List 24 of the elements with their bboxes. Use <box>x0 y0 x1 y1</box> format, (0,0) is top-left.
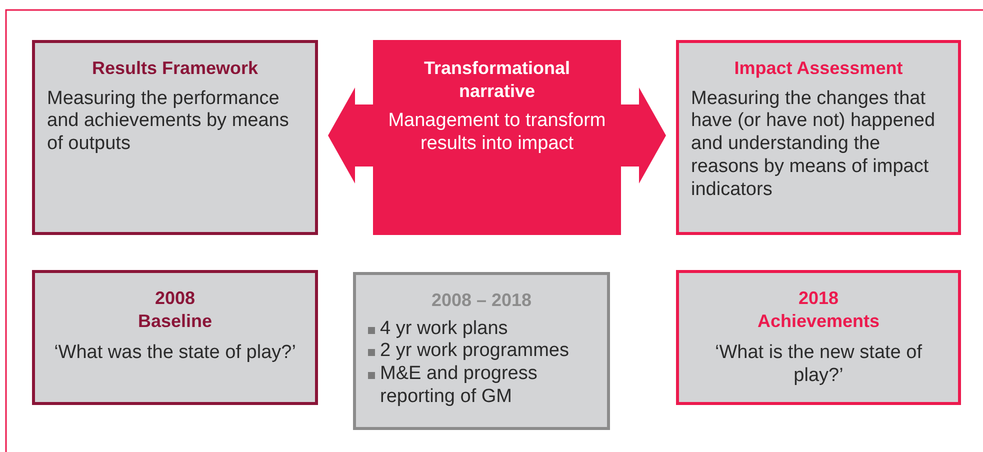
block-arrow <box>621 88 666 184</box>
text-box <box>676 40 961 235</box>
text-box <box>32 40 318 235</box>
text-box <box>32 270 318 405</box>
highlight-box <box>373 40 621 235</box>
box-text: ‘What was the state of play?’ <box>54 342 296 365</box>
box-heading: Impact Assessment <box>733 57 904 80</box>
block-arrow <box>328 88 373 184</box>
box-heading: Transformational narrative <box>422 57 572 102</box>
box-heading: Results Framework <box>90 57 260 80</box>
box-text: Measuring the changes that have (or have not) happened and understanding the reasons by means of impact indicators <box>691 88 936 202</box>
box-text: Measuring the performance and achievements by means of outputs <box>47 88 290 156</box>
box-text: Management to transform results into impact <box>388 110 606 156</box>
box-heading: Baseline <box>138 310 212 332</box>
bullet-item: M&E and progress reporting of GM <box>368 363 595 409</box>
box-text: ‘What is the new state of play?’ <box>714 342 923 388</box>
box-heading: Achievements <box>757 310 880 332</box>
bullet-item: 2 yr work programmes <box>368 340 595 364</box>
text-box <box>676 270 961 405</box>
year-heading: 2018 <box>798 287 839 310</box>
box-heading: 2008 – 2018 <box>430 289 533 312</box>
year-heading: 2008 <box>154 287 196 310</box>
text-box <box>353 272 610 430</box>
bullet-item: 4 yr work plans <box>368 318 595 340</box>
